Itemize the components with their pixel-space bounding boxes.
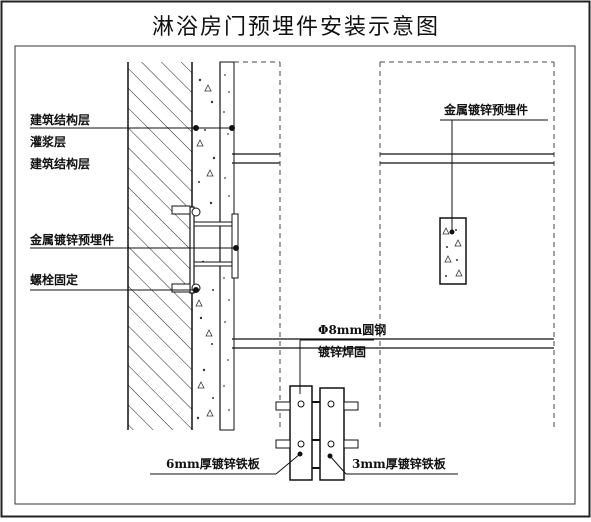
bracket-detail bbox=[275, 385, 359, 481]
label-structure-layer-2: 建筑结构层 bbox=[29, 156, 90, 171]
label-rebar-line1: Φ8mm圆钢 bbox=[318, 322, 386, 337]
inner-panel bbox=[14, 45, 576, 505]
label-structure-layer-1: 建筑结构层 bbox=[29, 112, 90, 127]
label-bolt-fixing: 螺栓固定 bbox=[30, 272, 78, 287]
anchor-bolt-upper bbox=[171, 205, 191, 215]
label-embedded-part-left: 金属镀锌预埋件 bbox=[29, 232, 114, 247]
label-rebar-line2: 镀锌焊固 bbox=[318, 344, 366, 359]
bolt-bar-lower bbox=[193, 261, 237, 267]
embedded-plate bbox=[189, 206, 195, 294]
leader-lines bbox=[30, 119, 548, 475]
label-plate-3mm: 3mm厚镀锌铁板 bbox=[352, 456, 447, 471]
plate-6mm bbox=[289, 385, 313, 481]
bolt-bar-upper bbox=[193, 221, 237, 227]
bolt-head-icon bbox=[191, 207, 201, 217]
diagram-title: 淋浴房门预埋件安装示意图 bbox=[152, 15, 440, 40]
label-embedded-part-right: 金属镀锌预埋件 bbox=[443, 102, 528, 117]
wall-section bbox=[127, 61, 239, 431]
rebar-left bbox=[232, 153, 280, 349]
rebar-right bbox=[380, 153, 554, 349]
label-grout-layer: 灌浆层 bbox=[29, 134, 66, 149]
grout-layer bbox=[196, 78, 216, 420]
plate-3mm bbox=[319, 387, 345, 481]
embedded-block-right bbox=[439, 217, 467, 285]
anchor-bolt-lower bbox=[171, 283, 191, 293]
door-frame-dashed bbox=[234, 61, 555, 430]
label-plate-6mm: 6mm厚镀锌铁板 bbox=[166, 456, 261, 471]
structure-hatch bbox=[128, 62, 192, 430]
